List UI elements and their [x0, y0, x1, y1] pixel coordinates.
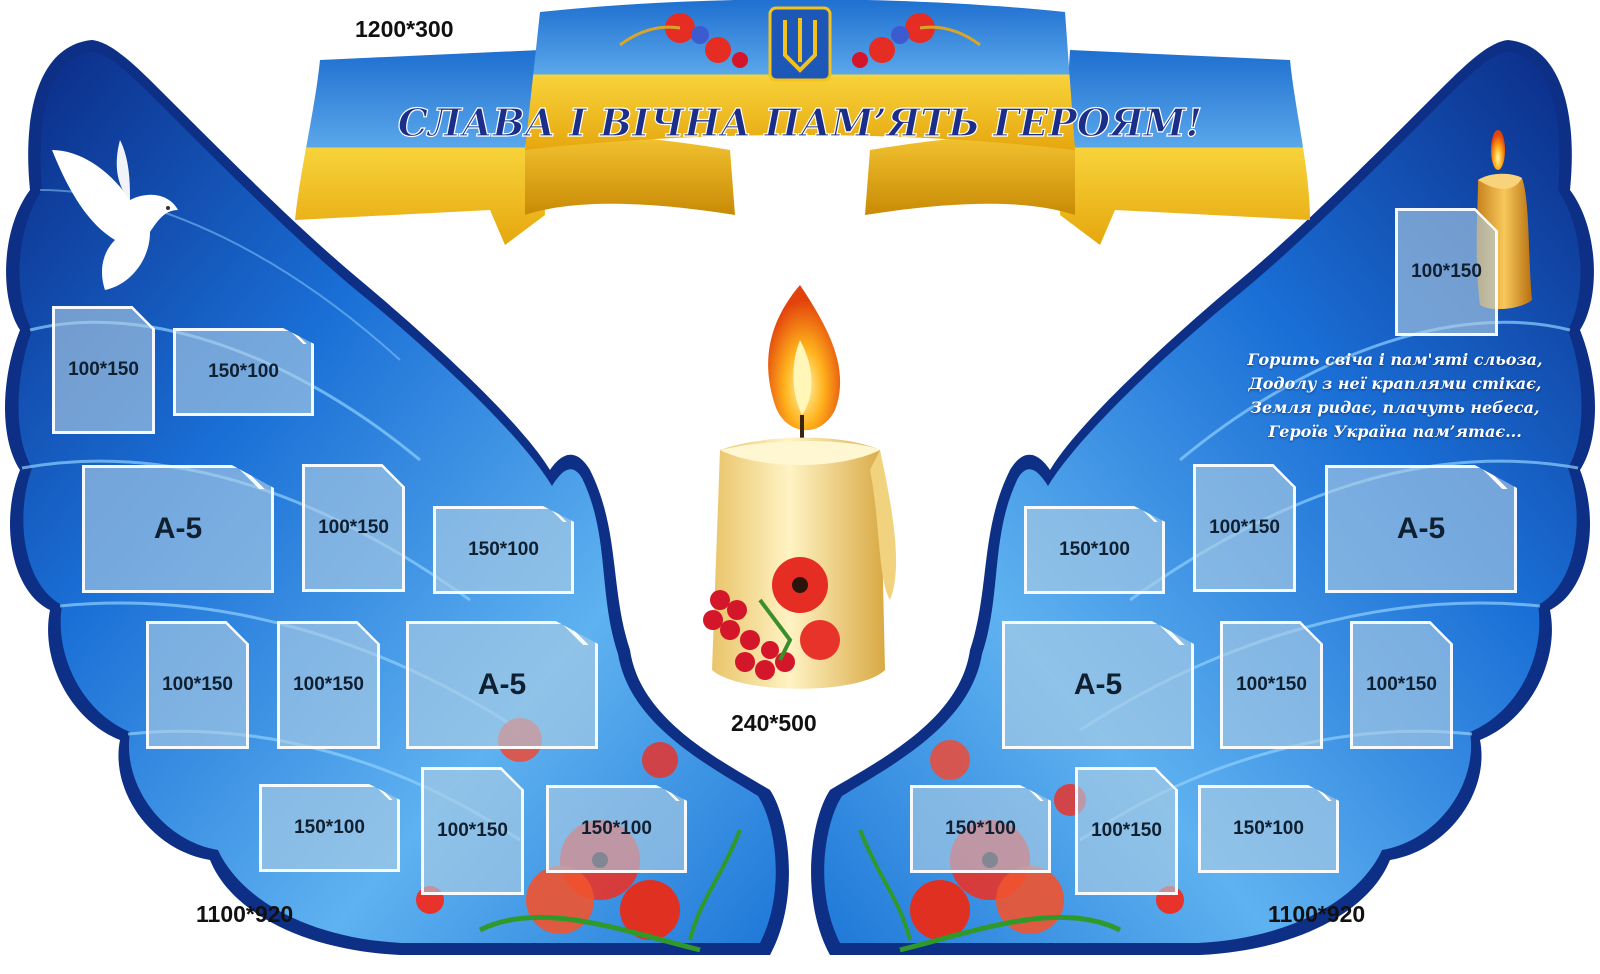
pocket-left-4: 100*150: [302, 464, 405, 592]
pocket-right-9: 100*150: [1075, 767, 1178, 895]
pocket-left-9: 150*100: [259, 784, 400, 872]
poem-line: Героїв Україна пам’ятає...: [1268, 422, 1522, 441]
pocket-right-5: А-5: [1002, 621, 1194, 749]
pocket-right-7: 100*150: [1350, 621, 1453, 749]
pocket-left-3: А-5: [82, 465, 274, 593]
right-wing-size-label: 1100*920: [1268, 901, 1366, 927]
poem-line: Додолу з неї краплями стікає,: [1248, 374, 1542, 393]
banner-title: СЛАВА І ВІЧНА ПАМ’ЯТЬ ГЕРОЯМ!: [398, 100, 1202, 145]
memorial-poem: Горить свіча і пам'яті сльоза, Додолу з …: [1195, 348, 1595, 444]
pocket-left-6: 100*150: [146, 621, 249, 749]
pocket-right-1: 100*150: [1395, 208, 1498, 336]
pocket-right-10: 150*100: [1198, 785, 1339, 873]
pocket-left-8: А-5: [406, 621, 598, 749]
poem-line: Земля ридає, плачуть небеса,: [1250, 398, 1540, 417]
dove-icon: [52, 140, 178, 290]
banner-size-label: 1200*300: [355, 16, 454, 42]
central-candle-icon: [703, 285, 897, 689]
pocket-left-10: 100*150: [421, 767, 524, 895]
left-wing-size-label: 1100*920: [196, 901, 294, 927]
pocket-left-7: 100*150: [277, 621, 380, 749]
pocket-right-6: 100*150: [1220, 621, 1323, 749]
pocket-left-5: 150*100: [433, 506, 574, 594]
pocket-right-3: 100*150: [1193, 464, 1296, 592]
pocket-left-1: 100*150: [52, 306, 155, 434]
pocket-right-8: 150*100: [910, 785, 1051, 873]
pocket-right-2: 150*100: [1024, 506, 1165, 594]
poem-line: Горить свіча і пам'яті сльоза,: [1247, 350, 1543, 369]
pocket-right-4: А-5: [1325, 465, 1517, 593]
pocket-left-2: 150*100: [173, 328, 314, 416]
ribbon-banner: СЛАВА І ВІЧНА ПАМ’ЯТЬ ГЕРОЯМ!: [295, 0, 1310, 245]
pocket-left-11: 150*100: [546, 785, 687, 873]
candle-size-label: 240*500: [731, 710, 817, 736]
